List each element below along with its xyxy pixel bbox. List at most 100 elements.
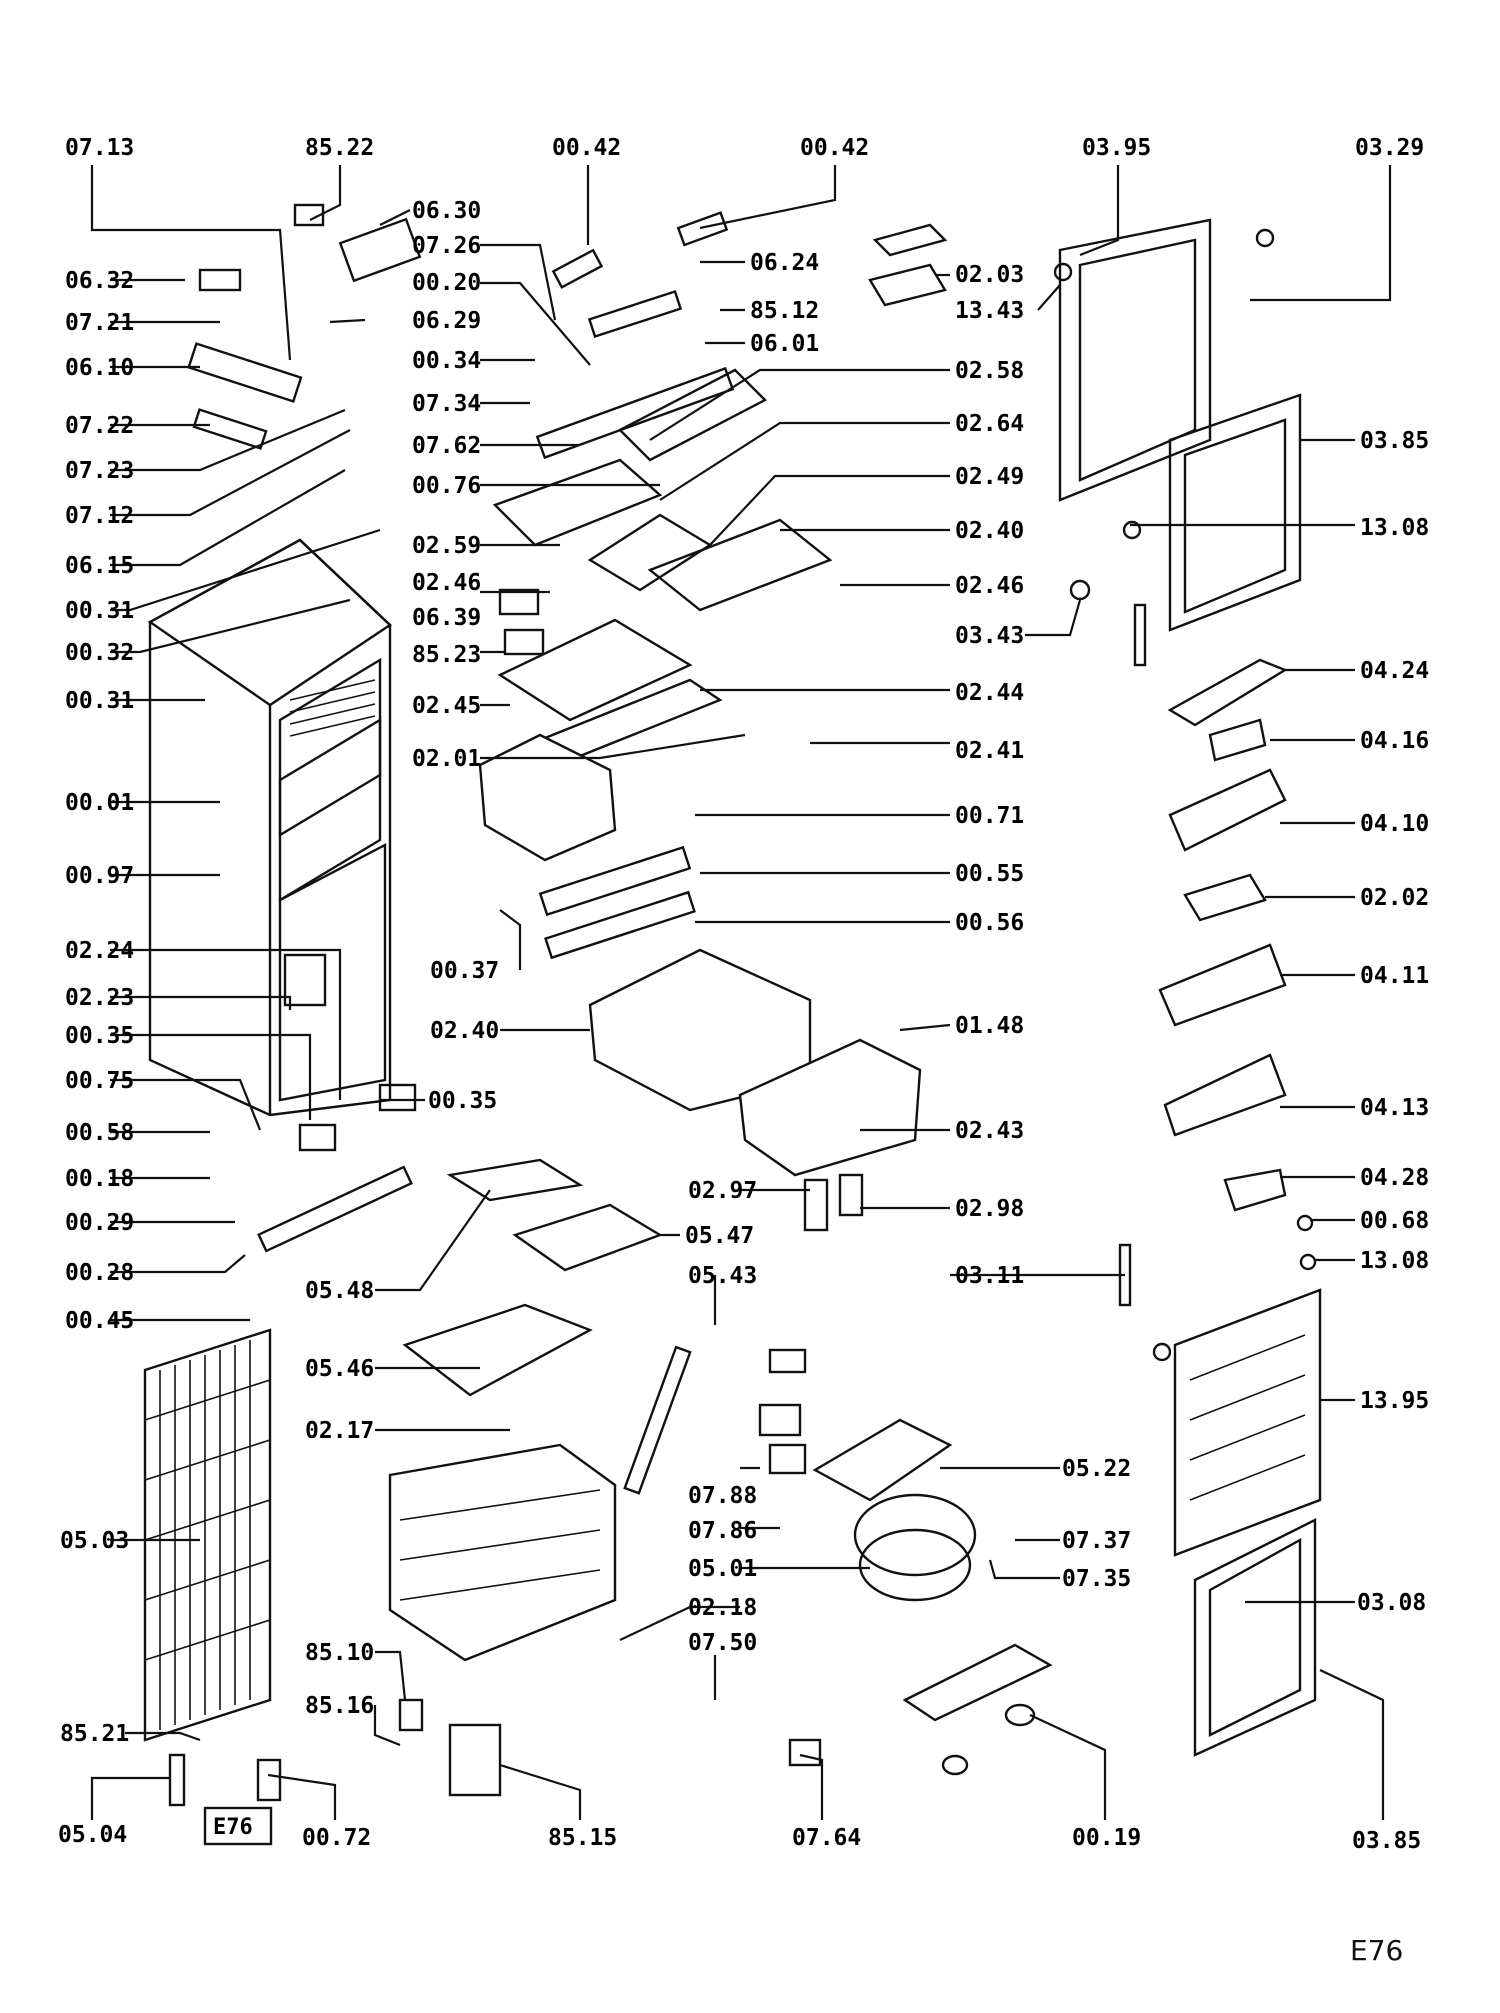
part-label-07-26: 07.26 xyxy=(412,233,481,259)
part-label-06-32: 06.32 xyxy=(65,268,134,294)
part-label-00-97: 00.97 xyxy=(65,863,134,889)
part-label-04-10: 04.10 xyxy=(1360,811,1429,837)
part-label-00-42: 00.42 xyxy=(552,135,621,161)
part-label-06-10: 06.10 xyxy=(65,355,134,381)
part-label-07-50: 07.50 xyxy=(688,1630,757,1656)
part-label-85-23: 85.23 xyxy=(412,642,481,668)
model-tag-label: E76 xyxy=(213,1815,253,1840)
part-label-05-22: 05.22 xyxy=(1062,1456,1131,1482)
part-label-07-35: 07.35 xyxy=(1062,1566,1131,1592)
part-label-85-22: 85.22 xyxy=(305,135,374,161)
part-label-07-64: 07.64 xyxy=(792,1825,861,1851)
part-label-02-58: 02.58 xyxy=(955,358,1024,384)
part-label-02-18: 02.18 xyxy=(688,1595,757,1621)
part-label-06-24: 06.24 xyxy=(750,250,819,276)
part-label-02-03: 02.03 xyxy=(955,262,1024,288)
part-label-00-72: 00.72 xyxy=(302,1825,371,1851)
part-label-07-13: 07.13 xyxy=(65,135,134,161)
part-label-85-16: 85.16 xyxy=(305,1693,374,1719)
part-label-00-42: 00.42 xyxy=(800,135,869,161)
part-label-03-85: 03.85 xyxy=(1360,428,1429,454)
part-label-05-03: 05.03 xyxy=(60,1528,129,1554)
part-label-03-29: 03.29 xyxy=(1355,135,1424,161)
upper-shelves-part xyxy=(492,223,948,762)
base-plate-part xyxy=(902,1643,1053,1776)
part-label-85-12: 85.12 xyxy=(750,298,819,324)
small-parts xyxy=(168,203,1317,1807)
part-label-13-43: 13.43 xyxy=(955,298,1024,324)
part-label-07-12: 07.12 xyxy=(65,503,134,529)
part-label-02-46: 02.46 xyxy=(412,570,481,596)
part-label-85-15: 85.15 xyxy=(548,1825,617,1851)
part-label-07-22: 07.22 xyxy=(65,413,134,439)
part-label-02-97: 02.97 xyxy=(688,1178,757,1204)
part-label-05-43: 05.43 xyxy=(688,1263,757,1289)
part-label-02-43: 02.43 xyxy=(955,1118,1024,1144)
part-label-06-01: 06.01 xyxy=(750,331,819,357)
part-label-02-01: 02.01 xyxy=(412,746,481,772)
part-label-13-08: 13.08 xyxy=(1360,515,1429,541)
part-label-05-48: 05.48 xyxy=(305,1278,374,1304)
upper-door-part xyxy=(1058,218,1302,632)
part-label-03-11: 03.11 xyxy=(955,1263,1024,1289)
part-label-04-13: 04.13 xyxy=(1360,1095,1429,1121)
door-shelves-part xyxy=(1158,658,1288,1212)
drawers-part xyxy=(478,733,922,1177)
part-label-02-24: 02.24 xyxy=(65,938,134,964)
part-label-00-58: 00.58 xyxy=(65,1120,134,1146)
lower-door-part xyxy=(1173,1288,1322,1757)
part-label-04-11: 04.11 xyxy=(1360,963,1429,989)
part-label-13-08: 13.08 xyxy=(1360,1248,1429,1274)
part-label-00-28: 00.28 xyxy=(65,1260,134,1286)
part-label-00-34: 00.34 xyxy=(412,348,481,374)
page-code: E76 xyxy=(1350,1934,1403,1967)
part-label-06-29: 06.29 xyxy=(412,308,481,334)
freezer-basket-part xyxy=(388,1158,663,1662)
part-label-00-76: 00.76 xyxy=(412,473,481,499)
part-label-00-75: 00.75 xyxy=(65,1068,134,1094)
part-label-00-55: 00.55 xyxy=(955,861,1024,887)
part-label-05-47: 05.47 xyxy=(685,1223,754,1249)
part-label-02-59: 02.59 xyxy=(412,533,481,559)
part-label-00-45: 00.45 xyxy=(65,1308,134,1334)
part-label-02-45: 02.45 xyxy=(412,693,481,719)
part-label-00-18: 00.18 xyxy=(65,1166,134,1192)
part-label-00-31: 00.31 xyxy=(65,688,134,714)
part-label-02-23: 02.23 xyxy=(65,985,134,1011)
part-label-07-37: 07.37 xyxy=(1062,1528,1131,1554)
part-label-06-30: 06.30 xyxy=(412,198,481,224)
part-label-85-10: 85.10 xyxy=(305,1640,374,1666)
part-label-02-98: 02.98 xyxy=(955,1196,1024,1222)
compressor-part xyxy=(812,1418,977,1602)
part-label-00-20: 00.20 xyxy=(412,270,481,296)
part-label-00-29: 00.29 xyxy=(65,1210,134,1236)
part-label-03-08: 03.08 xyxy=(1357,1590,1426,1616)
part-label-07-62: 07.62 xyxy=(412,433,481,459)
part-label-03-85: 03.85 xyxy=(1352,1828,1421,1854)
part-label-02-64: 02.64 xyxy=(955,411,1024,437)
part-label-00-56: 00.56 xyxy=(955,910,1024,936)
part-label-03-43: 03.43 xyxy=(955,623,1024,649)
part-label-02-02: 02.02 xyxy=(1360,885,1429,911)
part-label-05-04: 05.04 xyxy=(58,1822,127,1848)
part-label-02-40: 02.40 xyxy=(430,1018,499,1044)
part-label-02-49: 02.49 xyxy=(955,464,1024,490)
part-label-02-17: 02.17 xyxy=(305,1418,374,1444)
part-label-07-34: 07.34 xyxy=(412,391,481,417)
part-label-05-46: 05.46 xyxy=(305,1356,374,1382)
part-label-07-21: 07.21 xyxy=(65,310,134,336)
part-label-85-21: 85.21 xyxy=(60,1721,129,1747)
part-label-04-28: 04.28 xyxy=(1360,1165,1429,1191)
condenser-part xyxy=(143,1328,272,1742)
part-label-00-68: 00.68 xyxy=(1360,1208,1429,1234)
part-label-00-19: 00.19 xyxy=(1072,1825,1141,1851)
part-label-01-48: 01.48 xyxy=(955,1013,1024,1039)
part-label-13-95: 13.95 xyxy=(1360,1388,1429,1414)
model-tag-box xyxy=(203,1806,273,1846)
leader-lines xyxy=(90,165,1392,1820)
part-label-07-88: 07.88 xyxy=(688,1483,757,1509)
part-label-02-40: 02.40 xyxy=(955,518,1024,544)
part-label-00-32: 00.32 xyxy=(65,640,134,666)
part-label-00-01: 00.01 xyxy=(65,790,134,816)
